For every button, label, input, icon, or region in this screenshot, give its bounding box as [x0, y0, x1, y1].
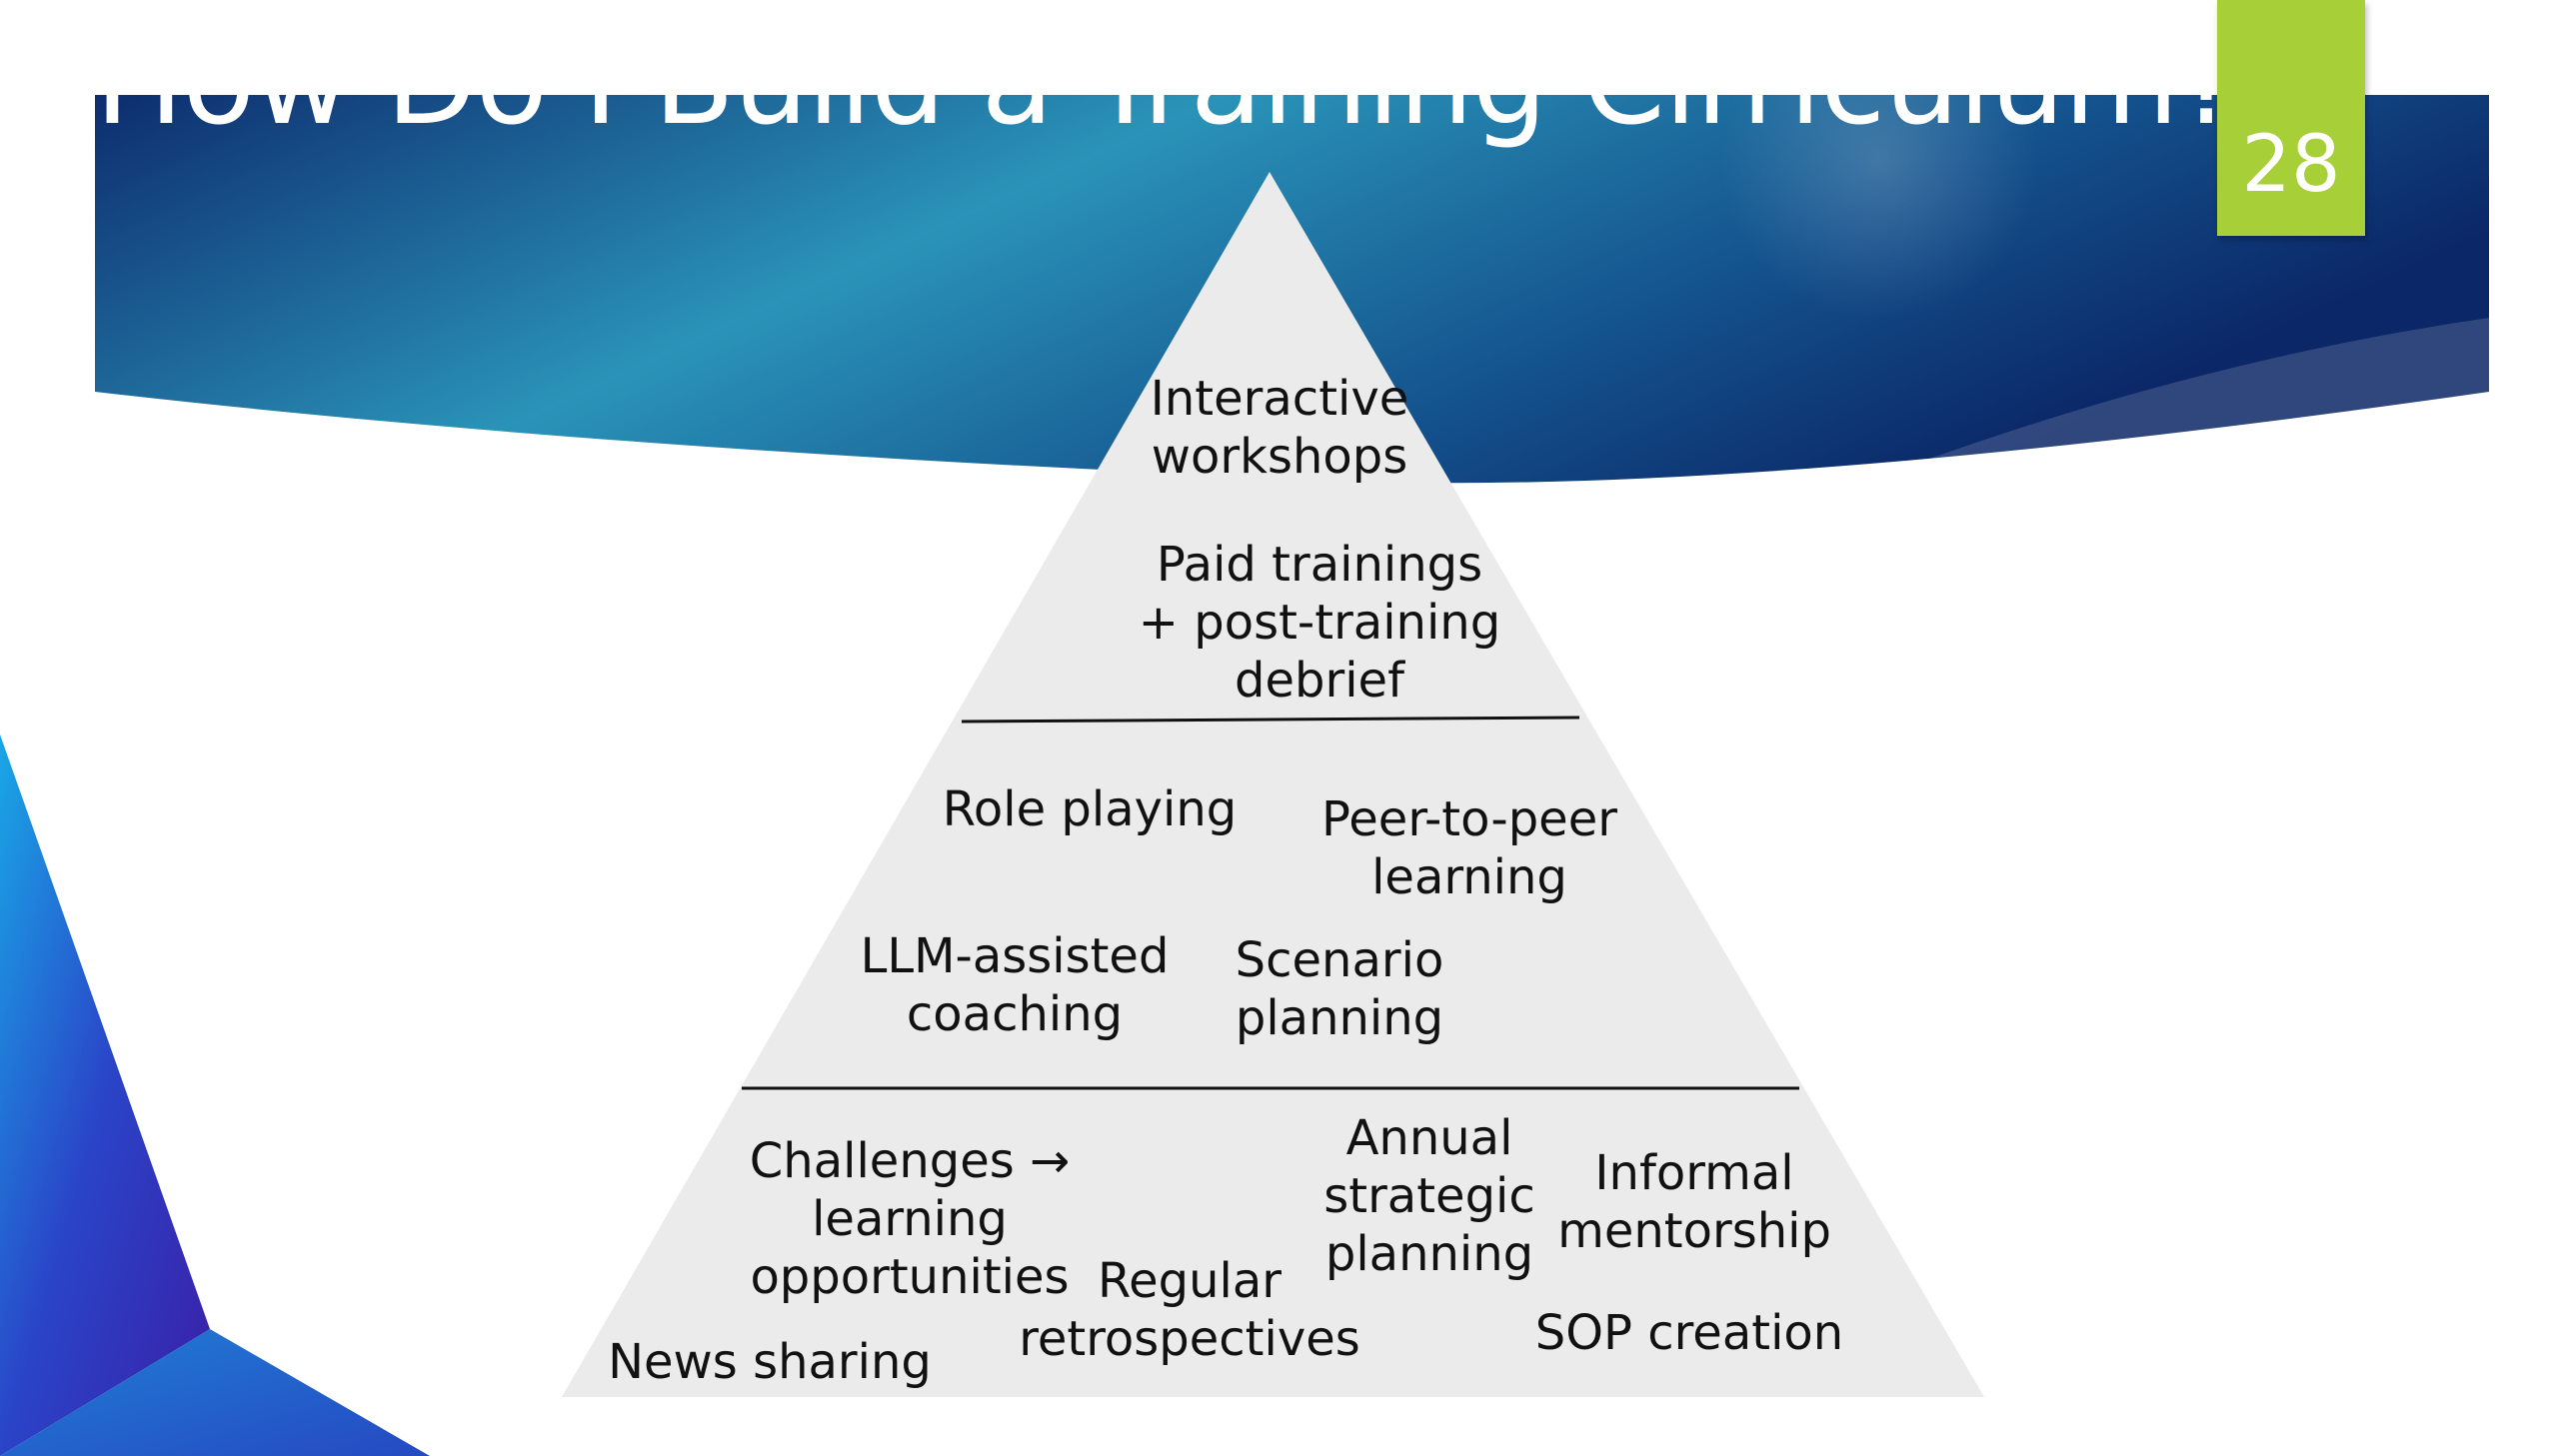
pyramid-label-paid-trainings: Paid trainings + post-training debrief: [1138, 537, 1501, 709]
page-number-badge: [2217, 0, 2365, 236]
page-number: 28: [2241, 120, 2341, 210]
slide-title: How Do I Build a Training Cirriculum?: [95, 13, 2240, 151]
pyramid-label-news-sharing: News sharing: [608, 1334, 932, 1390]
pyramid-label-llm-coaching: LLM-assisted coaching: [860, 928, 1170, 1042]
banner-glow: [1719, 0, 2039, 320]
pyramid-label-scenario-planning: Scenario planning: [1235, 932, 1444, 1046]
pyramid-label-sop-creation: SOP creation: [1534, 1305, 1844, 1361]
left-decor-shape: [0, 734, 210, 1456]
bottom-decor-shape: [0, 1329, 430, 1456]
pyramid-label-challenges: Challenges → learning opportunities: [749, 1133, 1071, 1305]
pyramid-label-peer-to-peer: Peer-to-peer learning: [1321, 791, 1617, 905]
tier-divider-top: [961, 716, 1580, 724]
pyramid-label-role-playing: Role playing: [942, 781, 1238, 837]
pyramid-label-informal-mentorship: Informal mentorship: [1557, 1145, 1831, 1259]
pyramid-label-annual-planning: Annual strategic planning: [1323, 1110, 1535, 1282]
pyramid-label-interactive-workshops: Interactive workshops: [1150, 371, 1409, 485]
pyramid-label-regular-retrospectives: Regular retrospectives: [1019, 1253, 1360, 1367]
banner-swoosh: [1899, 318, 2489, 470]
pyramid-shape: [562, 172, 1984, 1397]
